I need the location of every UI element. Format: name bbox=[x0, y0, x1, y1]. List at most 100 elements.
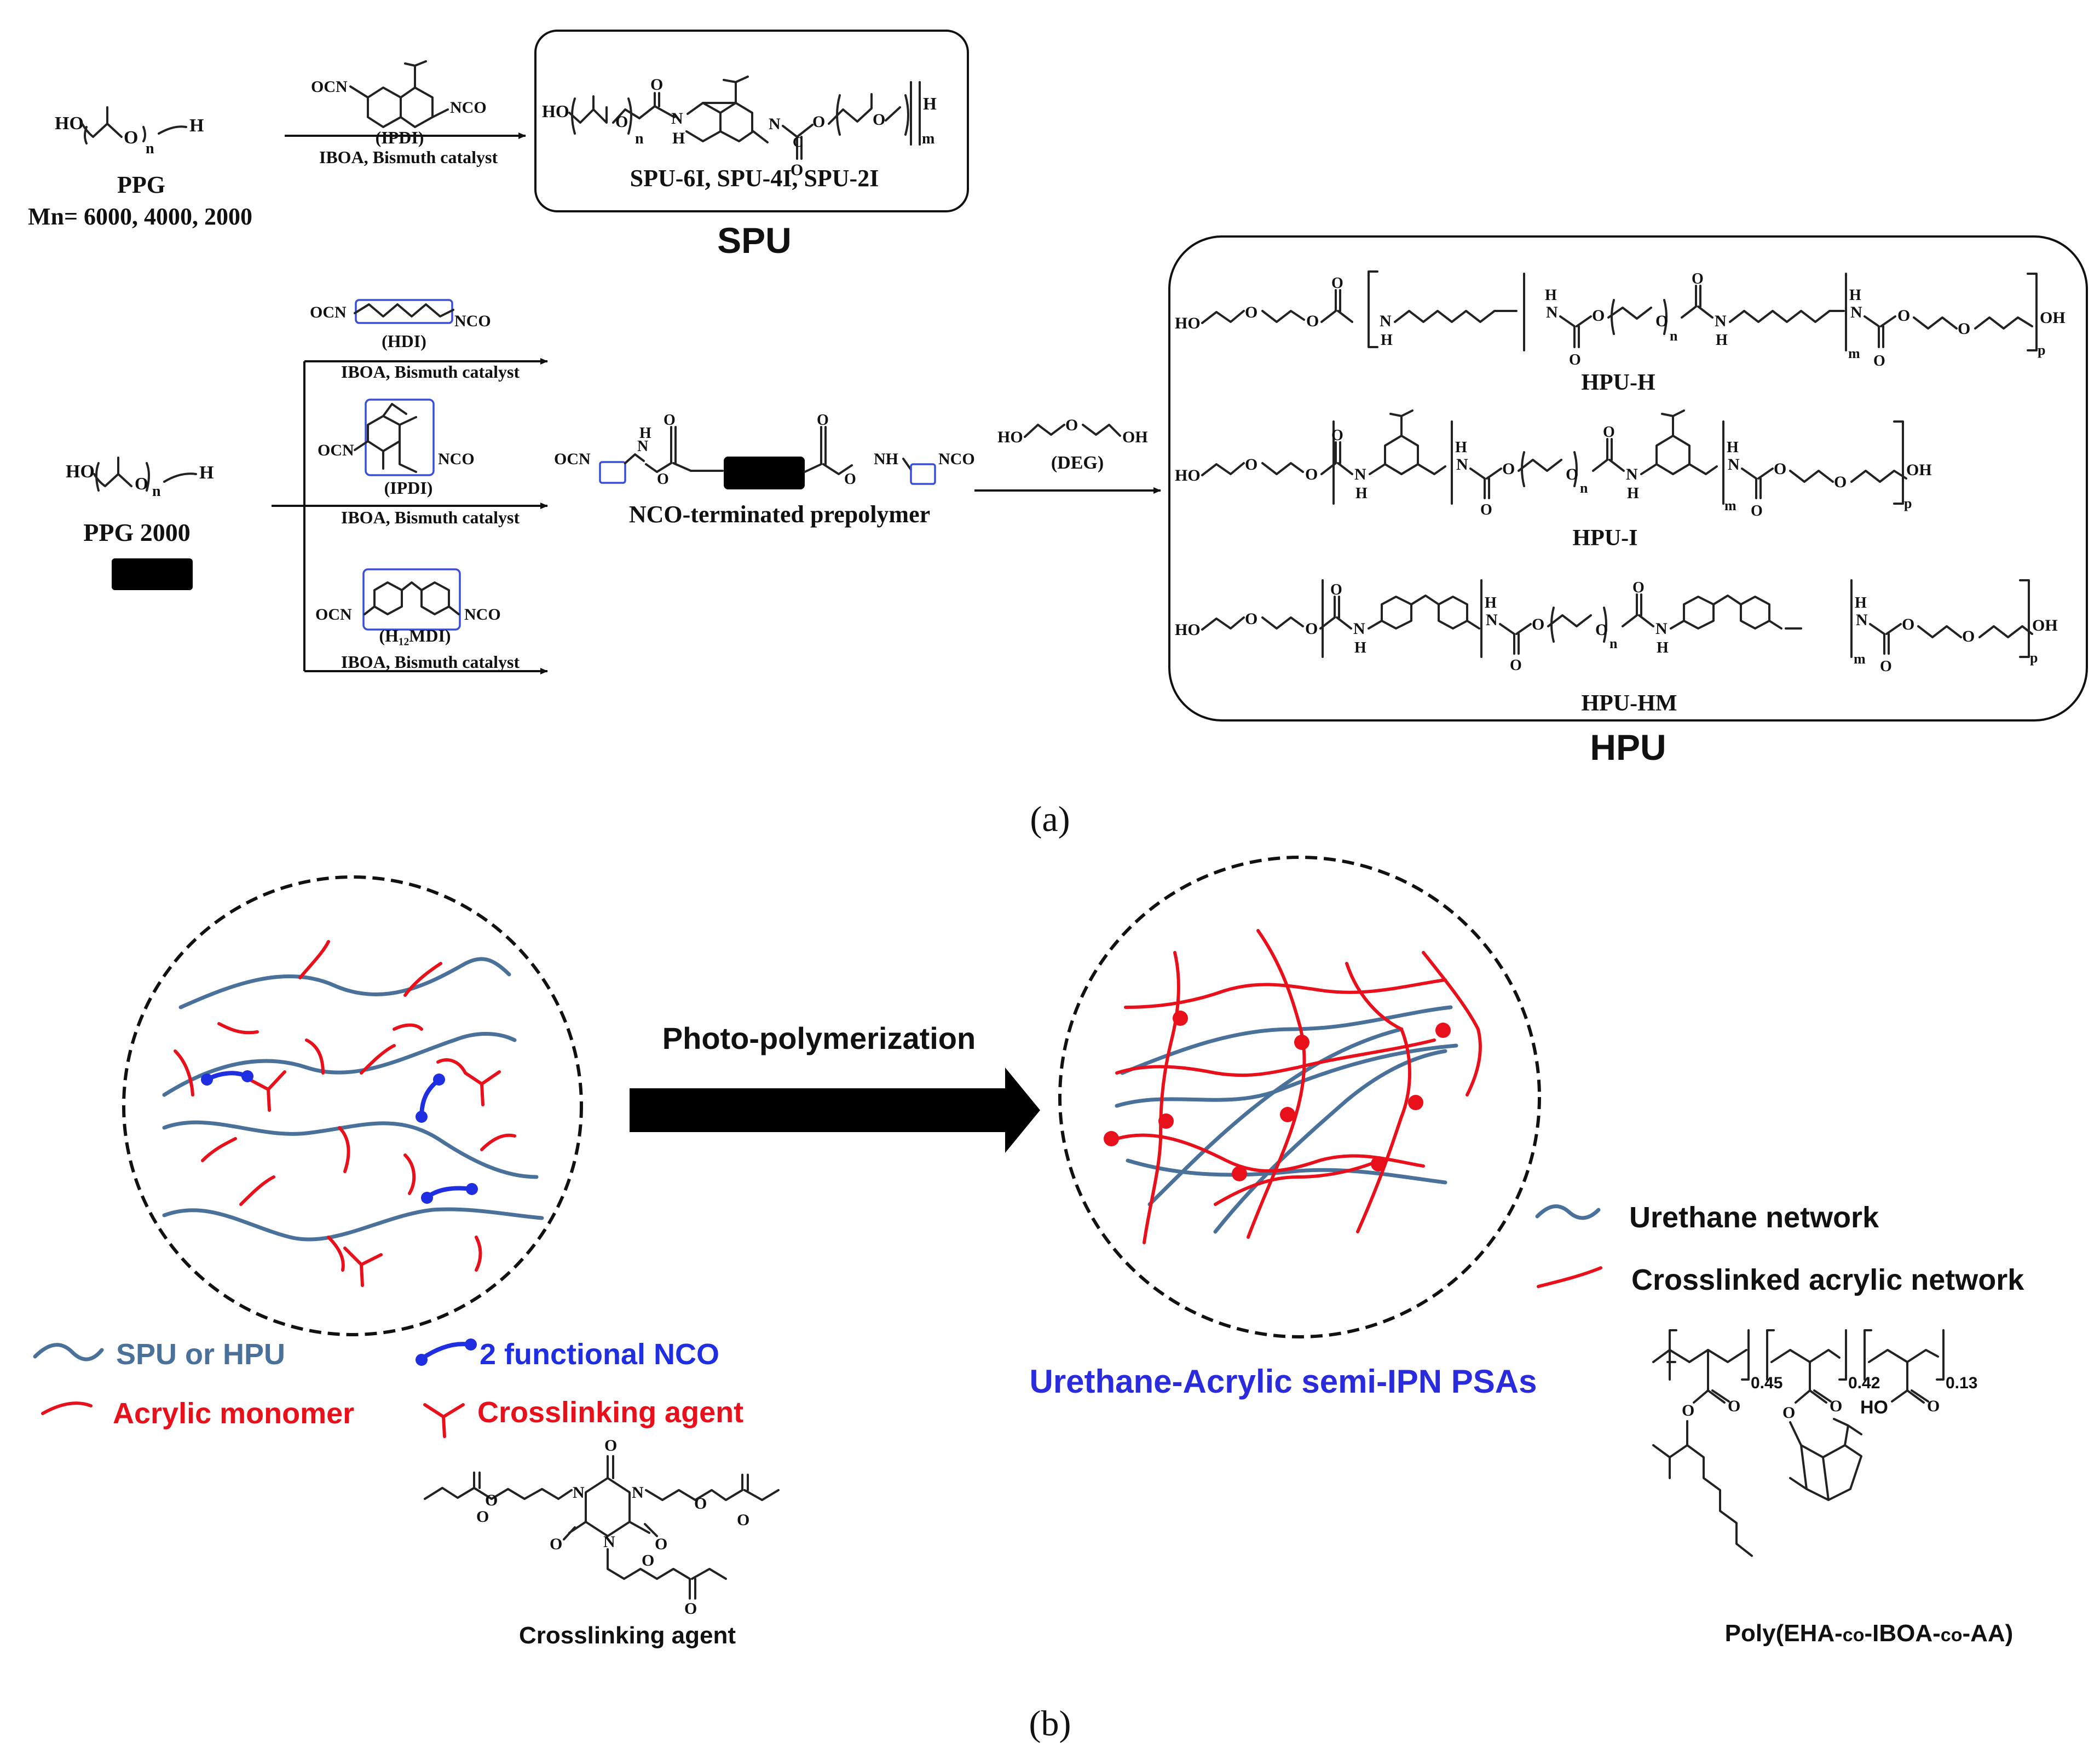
nco-agent-2-end-b bbox=[433, 1074, 445, 1086]
copolymer-bracket-3 bbox=[1864, 1329, 1945, 1381]
hpu-h-o1: O bbox=[1245, 303, 1257, 321]
hpu-h-n3: N bbox=[1715, 312, 1727, 330]
hpu-h-o4: O bbox=[1569, 351, 1581, 368]
acrylic-monomer-5 bbox=[360, 1044, 396, 1075]
ipdi-top-nco: NCO bbox=[450, 99, 487, 117]
copolymer-bracket-2 bbox=[1766, 1329, 1847, 1381]
hpu-h-n4: N bbox=[1850, 303, 1862, 321]
hpu-i-h2: H bbox=[1455, 439, 1467, 456]
hpu-hm-h2: H bbox=[1485, 595, 1497, 611]
hpu-h-ppg bbox=[1607, 307, 1652, 320]
hpu-h-hexyl-1 bbox=[1394, 310, 1518, 323]
spu-nh-n: N bbox=[671, 109, 683, 128]
ppg-mid-backbone bbox=[93, 457, 132, 487]
hpu-i-n3: N bbox=[1626, 465, 1638, 483]
hpu-h-deg-right bbox=[1913, 316, 2033, 330]
hpu-h-o2: O bbox=[1306, 312, 1319, 330]
hpu-h-carbonyl-2 bbox=[1559, 315, 1592, 348]
ipdi-top-ring bbox=[349, 60, 449, 128]
network-circle-outline bbox=[1058, 856, 1541, 1338]
spu-n2: N bbox=[769, 115, 781, 133]
urethane-network-5 bbox=[1126, 1158, 1447, 1185]
copolymer-label-mid: -IBOA- bbox=[1864, 1620, 1940, 1647]
crosslinker-label: Crosslinking agent bbox=[519, 1622, 736, 1649]
ppg-mid-ho: HO bbox=[66, 461, 95, 482]
hpu-hm-n3: N bbox=[1655, 620, 1668, 638]
hpu-title: HPU bbox=[1590, 727, 1666, 768]
spu-o3: O bbox=[791, 161, 803, 179]
legend-acrylic-monomer: Acrylic monomer bbox=[113, 1397, 354, 1430]
hpu-i-ho: HO bbox=[1175, 466, 1201, 484]
hpu-i-ipdi-2 bbox=[1640, 409, 1718, 475]
copolymer-label-post: -AA) bbox=[1962, 1620, 2013, 1647]
prepolymer-box-left bbox=[599, 461, 626, 484]
hpu-h-o6: O bbox=[1655, 312, 1668, 330]
urethane-network-3 bbox=[1147, 1027, 1404, 1207]
hpu-i-o6: O bbox=[1566, 465, 1578, 483]
legend-urethane-network: Urethane network bbox=[1629, 1201, 1879, 1234]
hpu-i-o7: O bbox=[1603, 424, 1615, 441]
crosslinker-3 bbox=[343, 1247, 383, 1287]
acrylic-monomer-8 bbox=[201, 1137, 237, 1162]
h12mdi-name: (H₁₂MDI) bbox=[379, 626, 451, 645]
hpu-i-carbonyl-3 bbox=[1592, 438, 1625, 472]
ipdi-mid-highlight bbox=[365, 399, 435, 476]
copolymer-o-eha-1: O bbox=[1728, 1397, 1740, 1415]
copolymer-label-co1: co bbox=[1843, 1625, 1865, 1646]
spu-m: m bbox=[922, 130, 934, 147]
hpu-i-ppg bbox=[1518, 459, 1562, 472]
crosslinker-o-l1: O bbox=[476, 1508, 489, 1526]
hpu-hm-o3: O bbox=[1330, 581, 1342, 598]
ipdi-top-reagent: OCN NCO (IPDI) IBOA, Bismuth catalyst bbox=[285, 60, 526, 167]
hpu-hm-carbonyl-3 bbox=[1622, 593, 1654, 627]
hpu-i-n1: N bbox=[1354, 465, 1366, 483]
hpu-i-o8: O bbox=[1751, 503, 1763, 520]
hpu-i-name: HPU-I bbox=[1573, 526, 1638, 551]
ppg-mid-tail bbox=[163, 472, 197, 483]
deg-name: (DEG) bbox=[1051, 453, 1104, 473]
legend-right: Urethane network Crosslinked acrylic net… bbox=[1535, 1201, 2024, 1296]
mixture-circle-outline bbox=[122, 875, 583, 1336]
hpu-h-h3: H bbox=[1716, 332, 1728, 349]
prepolymer-nh: NH bbox=[874, 450, 898, 468]
ppg-mid-structure: HO O n H PPG 2000 bbox=[66, 457, 214, 590]
spu-nh-h: H bbox=[672, 129, 685, 147]
copolymer-structure: 0.45 O O 0.42 O O 0.13 O HO Poly(EHA-co-… bbox=[1652, 1329, 2013, 1647]
hpu-h-n1: N bbox=[1380, 312, 1392, 330]
ppg-top-tail bbox=[158, 125, 187, 135]
hpu-hm-ho: HO bbox=[1175, 621, 1201, 639]
crosslink-node-9 bbox=[1371, 1156, 1386, 1172]
hpu-h-n: n bbox=[1670, 328, 1678, 344]
hpu-h-structure: HO O O O N H H N O O O n bbox=[1175, 270, 2066, 395]
hpu-hm-structure: HO O O O N H H N O O O n bbox=[1175, 579, 2058, 716]
hpu-hm-h3: H bbox=[1657, 639, 1669, 656]
ppg-top-bracket bbox=[142, 126, 146, 142]
copolymer-isobornyl bbox=[1789, 1418, 1862, 1501]
crosslinker-o-b2: O bbox=[684, 1600, 697, 1618]
hpu-i-o3: O bbox=[1331, 427, 1343, 444]
crosslinker-o-br: O bbox=[655, 1535, 667, 1553]
hpu-h-p: p bbox=[2038, 342, 2045, 358]
spu-bracket-outer bbox=[910, 81, 921, 146]
crosslink-node-4 bbox=[1158, 1113, 1174, 1129]
urethane-chain-2 bbox=[162, 1032, 517, 1097]
hpu-h-o5: O bbox=[1592, 307, 1605, 325]
spu-product-box: HO n O O N H N O C O O H m SPU-6I, SPU-4… bbox=[534, 30, 969, 212]
urethane-chain-4 bbox=[162, 1207, 544, 1242]
crosslinker-1 bbox=[246, 1070, 286, 1112]
spu-n: n bbox=[635, 130, 644, 147]
prepolymer-ppg-block bbox=[724, 457, 805, 489]
copolymer-iboa-chain bbox=[1770, 1349, 1841, 1363]
acrylic-network-4 bbox=[1143, 951, 1180, 1244]
ppg-top-n: n bbox=[146, 140, 154, 157]
hpu-hm-o8: O bbox=[1880, 658, 1892, 675]
hpu-i-o1: O bbox=[1245, 455, 1257, 474]
copolymer-sub-3: 0.13 bbox=[1946, 1374, 1977, 1392]
deg-ho: HO bbox=[997, 428, 1023, 446]
hpu-hm-h1: H bbox=[1354, 639, 1366, 656]
hpu-hm-n1: N bbox=[1353, 620, 1365, 638]
crosslinker-arm-right bbox=[645, 1474, 780, 1501]
crosslinker-structure: O O N O N N O O O O O O Crosslinking age… bbox=[424, 1436, 780, 1649]
crosslink-node-8 bbox=[1232, 1166, 1247, 1181]
